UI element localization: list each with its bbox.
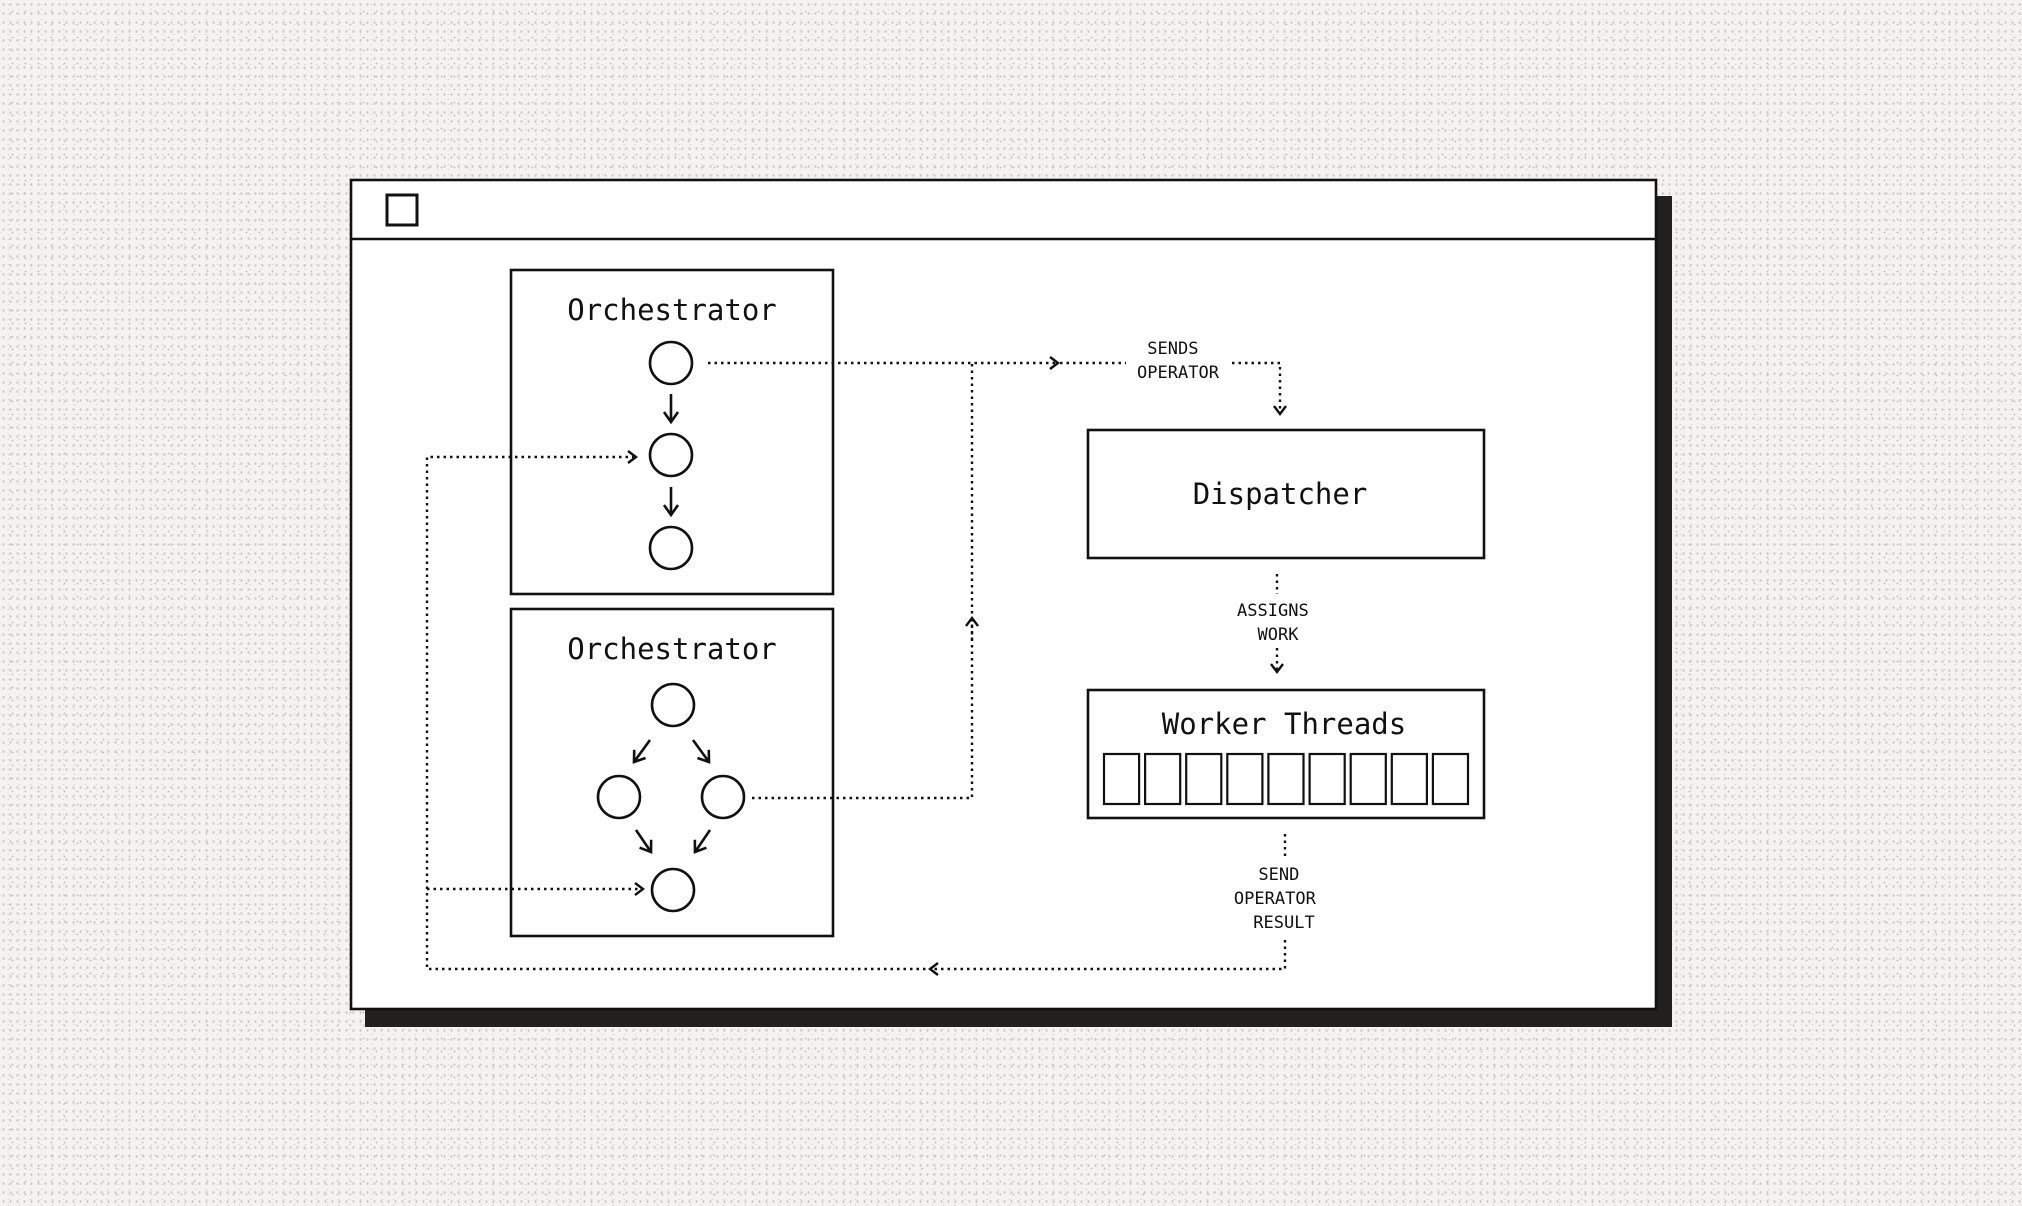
orchestrator-2-to-dispatch-connector bbox=[752, 620, 974, 800]
dependency-arrow bbox=[634, 739, 652, 762]
thread-slots bbox=[1102, 752, 1470, 806]
window-square-icon[interactable] bbox=[385, 193, 419, 227]
assigns-work-line-2: WORK bbox=[1258, 625, 1300, 645]
thread-slot bbox=[1267, 752, 1305, 806]
thread-slot bbox=[1185, 752, 1223, 806]
task-node bbox=[650, 682, 696, 728]
dependency-arrow bbox=[691, 739, 709, 762]
orchestrator-box-1: Orchestrator bbox=[509, 268, 835, 596]
task-node bbox=[700, 774, 746, 820]
thread-slot bbox=[1390, 752, 1429, 806]
worker-threads-label: Worker Threads bbox=[1162, 707, 1406, 741]
orchestrator-2-title: Orchestrator bbox=[567, 632, 777, 666]
task-node bbox=[648, 340, 694, 386]
orchestrator-1-title: Orchestrator bbox=[567, 293, 777, 327]
task-node bbox=[596, 774, 642, 820]
thread-slot bbox=[1143, 752, 1182, 806]
sends-operator-connector bbox=[1232, 361, 1287, 416]
dependency-arrow bbox=[695, 829, 712, 852]
task-node bbox=[648, 432, 694, 478]
thread-slot bbox=[1431, 752, 1470, 806]
worker-threads-box: Worker Threads bbox=[1086, 688, 1486, 820]
assigns-work-note: ASSIGNS WORK bbox=[1237, 601, 1319, 645]
sends-operator-line-1: SENDS bbox=[1147, 339, 1198, 359]
orchestrator-box-2: Orchestrator bbox=[509, 607, 835, 938]
task-node bbox=[650, 867, 696, 913]
send-result-line-3: RESULT bbox=[1253, 913, 1314, 933]
send-operator-result-note: SEND OPERATOR RESULT bbox=[1234, 865, 1326, 933]
dependency-arrow bbox=[634, 829, 651, 852]
dispatcher-label: Dispatcher bbox=[1193, 477, 1368, 511]
thread-slot bbox=[1349, 752, 1387, 806]
thread-slot bbox=[1102, 752, 1141, 806]
assigns-work-line-1: ASSIGNS bbox=[1237, 601, 1309, 621]
send-result-line-2: OPERATOR bbox=[1234, 889, 1317, 909]
thread-slot bbox=[1308, 752, 1346, 806]
send-result-line-1: SEND bbox=[1258, 865, 1299, 885]
task-node bbox=[648, 525, 694, 571]
result-connector bbox=[425, 450, 932, 971]
thread-slot bbox=[1226, 752, 1264, 806]
dispatcher-box: Dispatcher bbox=[1086, 428, 1486, 560]
sends-operator-line-2: OPERATOR bbox=[1137, 363, 1220, 383]
sends-operator-note: SENDS OPERATOR bbox=[1137, 339, 1220, 383]
